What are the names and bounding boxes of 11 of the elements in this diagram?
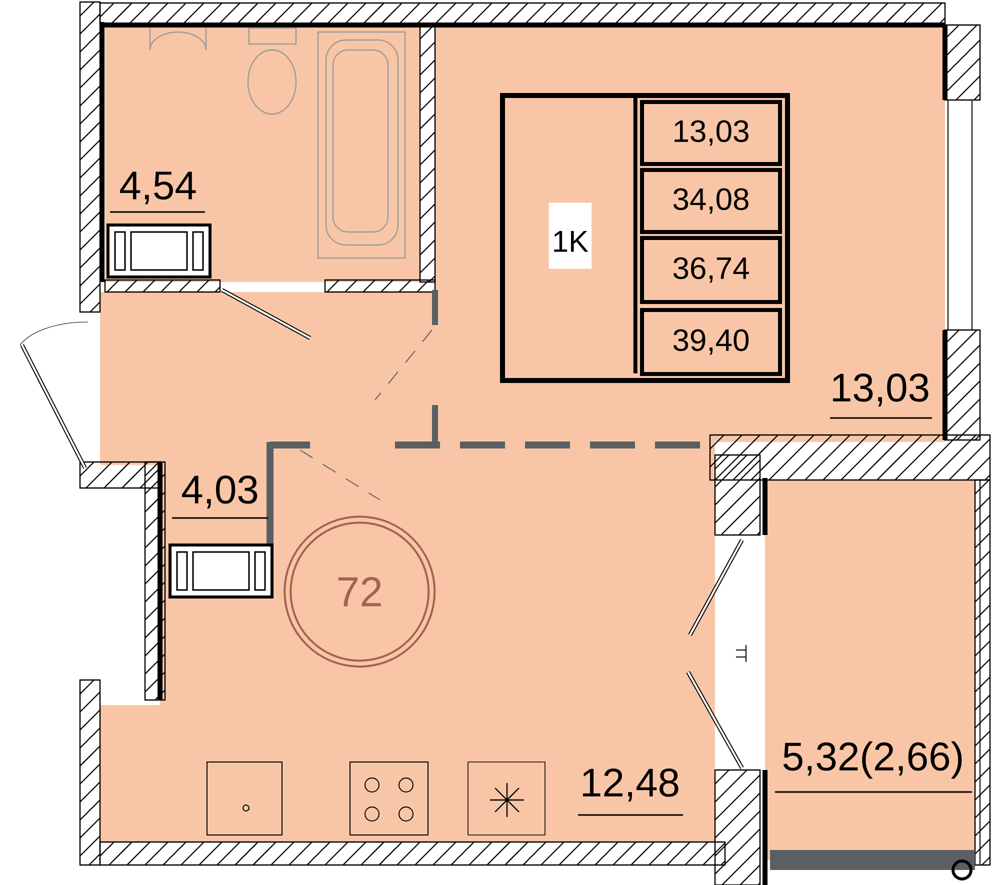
area-label: 12,48 <box>578 768 683 816</box>
table-cell: 13,03 <box>640 100 782 166</box>
area-label: 13,03 <box>830 373 932 419</box>
table-cell: 39,40 <box>640 308 782 376</box>
area-label: 5,32(2,66) <box>775 741 972 793</box>
table-cell: 34,08 <box>640 168 782 234</box>
table-cell: 1K <box>548 98 638 374</box>
area-label: 4,54 <box>110 172 205 213</box>
table-cell: 36,74 <box>640 236 782 304</box>
table-frame <box>500 93 790 383</box>
area-label: 4,03 <box>172 475 268 519</box>
